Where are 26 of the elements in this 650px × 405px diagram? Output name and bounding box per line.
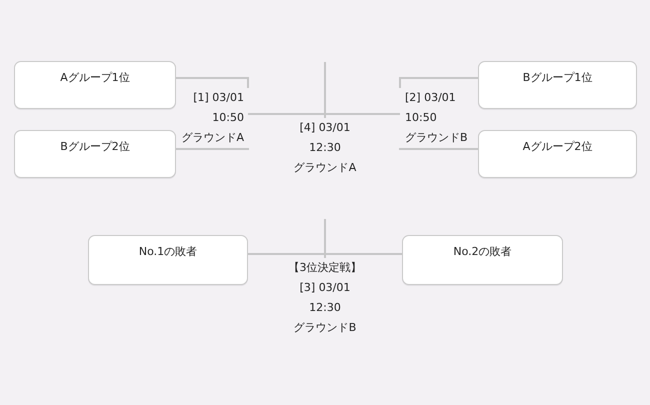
team-box [14,61,176,109]
team-box [478,130,637,178]
match-info: [2] 03/01 10:50 グラウンドB [400,88,468,148]
bracket-line [399,148,478,150]
match-info: 【3位決定戦】 [3] 03/01 12:30 グラウンドB [288,258,362,338]
bracket-line [324,219,326,258]
team-name: Aグループ1位 [60,70,130,86]
team-box [478,61,637,109]
match-info: [1] 03/01 10:50 グラウンドA [181,88,248,148]
team-name: Bグループ2位 [60,139,130,155]
bracket-line [324,113,400,118]
team-name: No.2の敗者 [453,244,512,260]
team-box [88,235,248,285]
bracket-line [248,113,326,118]
match-info: [4] 03/01 12:30 グラウンドA [294,118,356,178]
bracket-line [176,77,249,88]
bracket-line [324,62,326,118]
team-box [402,235,563,285]
team-name: Aグループ2位 [522,139,592,155]
team-name: No.1の敗者 [138,244,198,260]
bracket-line [399,77,478,88]
team-box [14,130,176,178]
team-name: Bグループ1位 [522,70,592,86]
bracket-line [248,253,326,258]
bracket-line [324,253,402,258]
bracket-line [176,148,249,150]
